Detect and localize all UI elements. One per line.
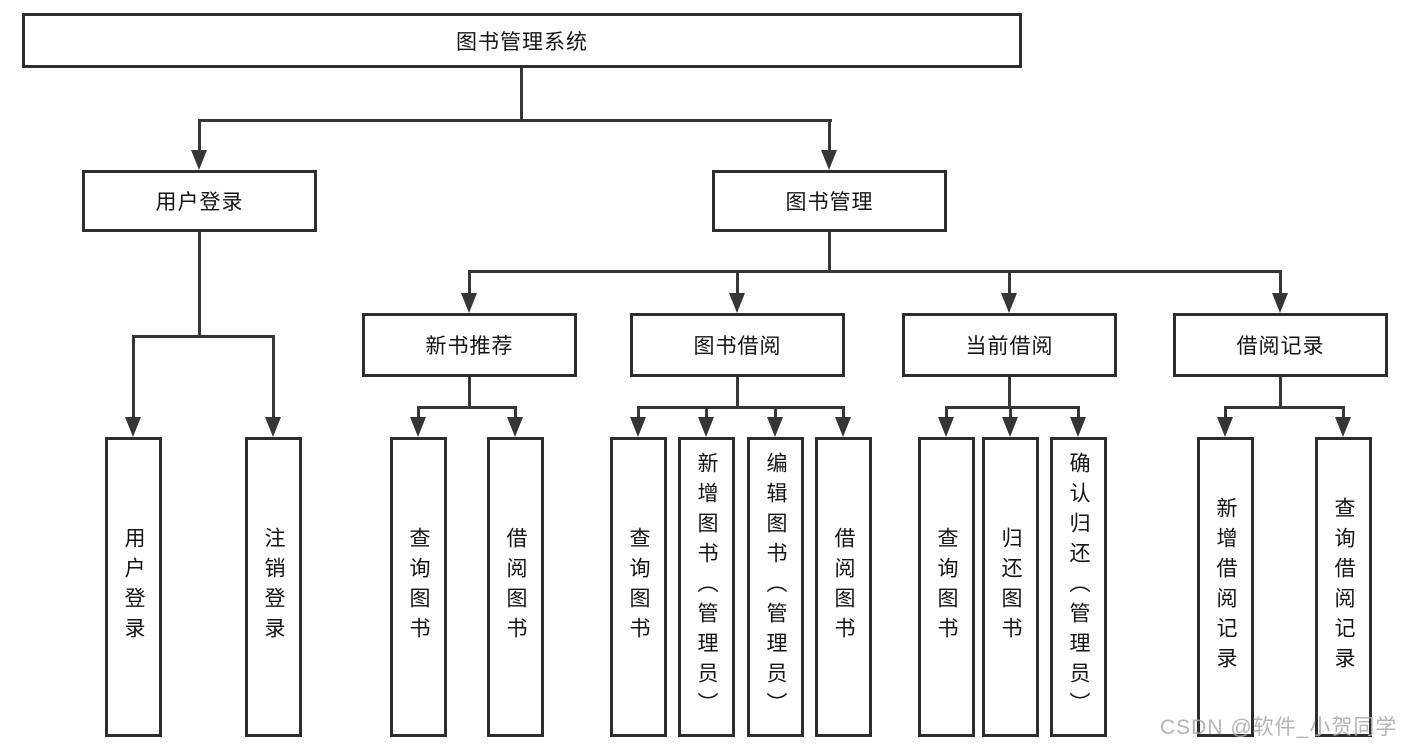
arrowhead-icon <box>821 150 837 170</box>
connector-stem <box>736 377 739 408</box>
connector-drop-leaf <box>417 406 420 420</box>
connector-stem <box>1008 377 1011 408</box>
leaf-user-login: 用户登录 <box>105 437 162 737</box>
csdn-watermark: CSDN @软件_小贺同学 <box>1160 716 1398 739</box>
connector-drop-leaf <box>842 406 845 420</box>
connector-drop-level3 <box>1008 270 1011 298</box>
connector-drop-leaf <box>1077 406 1080 420</box>
leaf-label: 新增图书（管理员） <box>695 452 718 722</box>
leaf-edit-books-admin: 编辑图书（管理员） <box>747 437 804 737</box>
leaf-label: 查询借阅记录 <box>1332 497 1355 677</box>
node-borrow-records: 借阅记录 <box>1173 313 1388 377</box>
leaf-label: 新增借阅记录 <box>1214 497 1237 677</box>
connector-rail <box>945 406 1079 409</box>
leaf-label: 借阅图书 <box>832 527 855 647</box>
leaf-confirm-return-admin: 确认归还（管理员） <box>1050 437 1107 737</box>
connector-root-rail <box>199 119 832 122</box>
leaf-label: 注销登录 <box>262 527 285 647</box>
arrowhead-icon <box>938 417 954 437</box>
leaf-borrow-books: 借阅图书 <box>815 437 872 737</box>
leaf-add-books-admin: 新增图书（管理员） <box>678 437 735 737</box>
arrowhead-icon <box>1272 293 1288 313</box>
leaf-label: 归还图书 <box>999 527 1022 647</box>
node-book-management-branch: 图书管理 <box>712 170 947 232</box>
leaf-logout: 注销登录 <box>245 437 302 737</box>
connector-rail <box>637 406 844 409</box>
connector-drop-leaf <box>272 335 275 420</box>
arrowhead-icon <box>1002 417 1018 437</box>
leaf-label: 查询图书 <box>627 527 650 647</box>
arrowhead-icon <box>1335 417 1351 437</box>
node-book-borrow: 图书借阅 <box>630 313 845 377</box>
leaf-label: 编辑图书（管理员） <box>764 452 787 722</box>
node-label: 当前借阅 <box>965 335 1054 358</box>
connector-drop-leaf <box>774 406 777 420</box>
leaf-borrow-books-recommend: 借阅图书 <box>487 437 544 737</box>
arrowhead-icon <box>191 150 207 170</box>
connector-drop-leaf <box>132 335 135 420</box>
arrowhead-icon <box>767 417 783 437</box>
leaf-label: 借阅图书 <box>504 527 527 647</box>
connector-drop-leaf <box>1009 406 1012 420</box>
connector-bookmgmt-rail <box>468 270 1282 273</box>
leaf-add-borrow-record: 新增借阅记录 <box>1197 437 1254 737</box>
connector-userlogin-rail <box>132 335 274 338</box>
node-label: 图书管理 <box>785 191 874 214</box>
arrowhead-icon <box>507 417 523 437</box>
leaf-return-books: 归还图书 <box>982 437 1039 737</box>
connector-drop-user-login <box>198 119 201 152</box>
connector-drop-leaf <box>514 406 517 420</box>
node-label: 新书推荐 <box>425 335 514 358</box>
connector-userlogin-stem <box>198 232 201 337</box>
leaf-label: 确认归还（管理员） <box>1067 452 1090 722</box>
arrowhead-icon <box>630 417 646 437</box>
connector-drop-book-mgmt <box>828 119 831 152</box>
connector-rail <box>417 406 516 409</box>
arrowhead-icon <box>698 417 714 437</box>
connector-drop-leaf <box>945 406 948 420</box>
leaf-label: 查询图书 <box>935 527 958 647</box>
connector-drop-leaf <box>637 406 640 420</box>
node-new-book-recommend: 新书推荐 <box>362 313 577 377</box>
node-label: 图书借阅 <box>693 335 782 358</box>
connector-drop-level3 <box>736 270 739 298</box>
connector-drop-level3 <box>1279 270 1282 298</box>
arrowhead-icon <box>461 293 477 313</box>
connector-root-stem <box>520 68 523 120</box>
leaf-label: 查询图书 <box>407 527 430 647</box>
connector-drop-level3 <box>468 270 471 298</box>
node-current-borrow: 当前借阅 <box>902 313 1117 377</box>
connector-stem <box>468 377 471 408</box>
connector-drop-leaf <box>1342 406 1345 420</box>
arrowhead-icon <box>1070 417 1086 437</box>
leaf-label: 用户登录 <box>122 527 145 647</box>
node-user-login-branch: 用户登录 <box>82 170 317 232</box>
connector-drop-leaf <box>705 406 708 420</box>
arrowhead-icon <box>835 417 851 437</box>
node-root-label: 图书管理系统 <box>456 30 588 54</box>
arrowhead-icon <box>1001 293 1017 313</box>
leaf-query-books-current: 查询图书 <box>918 437 975 737</box>
leaf-query-borrow-record: 查询借阅记录 <box>1315 437 1372 737</box>
node-root: 图书管理系统 <box>22 13 1022 68</box>
arrowhead-icon <box>265 417 281 437</box>
connector-rail <box>1224 406 1344 409</box>
arrowhead-icon <box>410 417 426 437</box>
arrowhead-icon <box>125 417 141 437</box>
connector-bookmgmt-stem <box>828 232 831 272</box>
leaf-query-books-borrow: 查询图书 <box>610 437 667 737</box>
connector-drop-leaf <box>1224 406 1227 420</box>
node-label: 借阅记录 <box>1236 335 1325 358</box>
arrowhead-icon <box>1217 417 1233 437</box>
node-label: 用户登录 <box>155 191 244 214</box>
leaf-query-books-recommend: 查询图书 <box>390 437 447 737</box>
connector-stem <box>1279 377 1282 408</box>
arrowhead-icon <box>729 293 745 313</box>
